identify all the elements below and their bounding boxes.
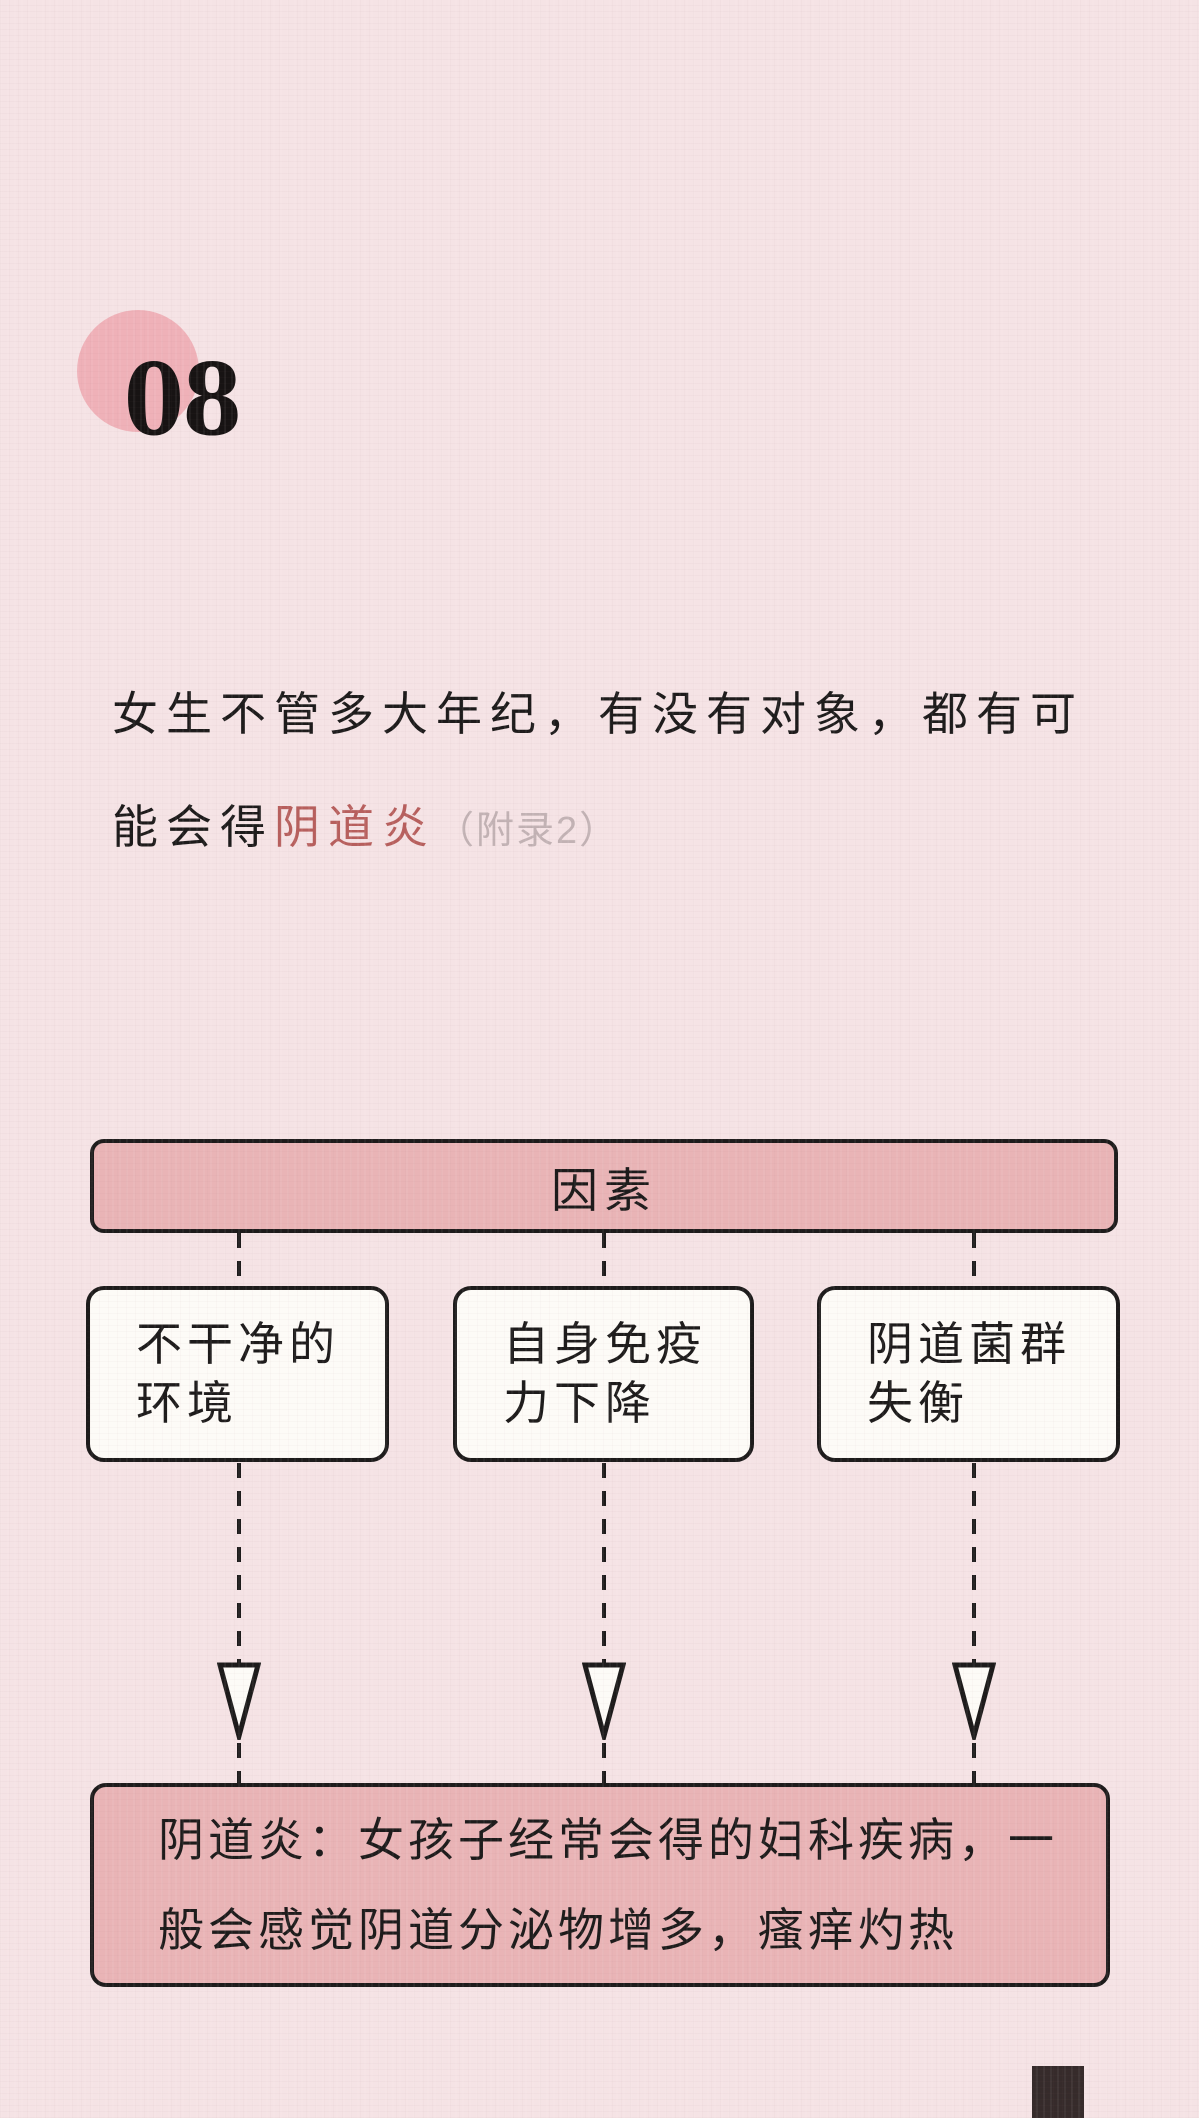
factor-line: 自身免疫 — [503, 1318, 707, 1370]
section-number: 08 — [124, 343, 242, 458]
factor-line: 力下降 — [503, 1377, 656, 1429]
factors-header-label: 因素 — [551, 1163, 657, 1217]
highlight-term: 阴道炎 — [274, 801, 436, 853]
intro-line-2-text: 能会得 — [112, 801, 274, 853]
factor-line: 不干净的 — [136, 1318, 340, 1370]
intro-line-1: 女生不管多大年纪，有没有对象，都有可 — [112, 688, 1084, 740]
dashed-connector — [237, 1463, 241, 1783]
result-line: 阴道炎：女孩子经常会得的妇科疾病，一 — [158, 1814, 1058, 1866]
arrow-down-icon — [217, 1662, 261, 1740]
dashed-connector — [972, 1233, 976, 1286]
page-corner-mark — [1032, 2066, 1084, 2118]
arrow-down-icon — [952, 1662, 996, 1740]
arrow-down-icon — [582, 1662, 626, 1740]
dashed-connector — [972, 1463, 976, 1783]
factor-line: 失衡 — [867, 1377, 969, 1429]
annotation-ref: （附录2） — [436, 810, 620, 852]
dashed-connector — [602, 1233, 606, 1286]
dashed-connector — [237, 1233, 241, 1286]
intro-line-2: 能会得阴道炎（附录2） — [112, 801, 619, 857]
factors-header-box: 因素 — [90, 1139, 1118, 1233]
result-box: 阴道炎：女孩子经常会得的妇科疾病，一 般会感觉阴道分泌物增多，瘙痒灼热 — [90, 1783, 1110, 1987]
result-line: 般会感觉阴道分泌物增多，瘙痒灼热 — [158, 1904, 958, 1956]
factor-line: 阴道菌群 — [867, 1318, 1071, 1370]
factor-box-environment: 不干净的 环境 — [86, 1286, 389, 1462]
factor-line: 环境 — [136, 1377, 238, 1429]
factor-box-flora: 阴道菌群 失衡 — [817, 1286, 1120, 1462]
decorative-circle — [77, 310, 199, 432]
factor-box-immunity: 自身免疫 力下降 — [453, 1286, 754, 1462]
dashed-connector — [602, 1463, 606, 1783]
